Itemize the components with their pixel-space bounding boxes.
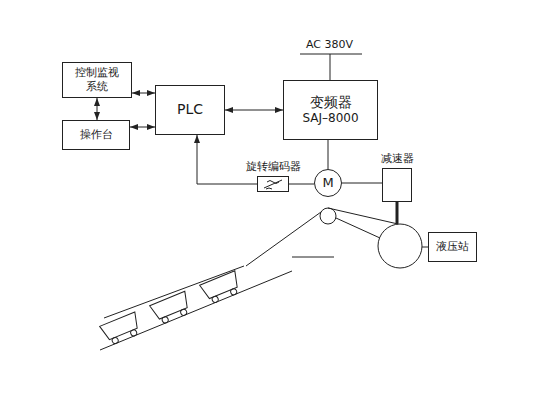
signal-connector (132, 93, 155, 94)
car-body (100, 312, 141, 341)
incline-track (100, 271, 292, 350)
encoder-box: 旋转编码器 (257, 176, 289, 192)
mine-car (200, 271, 244, 306)
motor-circle: M (314, 169, 342, 197)
car-wheel (230, 288, 238, 296)
node-text: 减速器 (381, 152, 414, 166)
encoder-mark (264, 180, 282, 189)
car-wheel (130, 329, 138, 337)
node-text: 液压站 (436, 240, 469, 254)
power-line (300, 54, 362, 55)
node-text: 旋转编码器 (246, 160, 301, 174)
signal-connector (289, 184, 314, 185)
hoist-rope (246, 212, 321, 266)
signal-connector (342, 183, 382, 184)
head-pulley (320, 208, 336, 224)
signal-connector (328, 140, 329, 169)
ground-line (292, 257, 334, 258)
signal-connector (225, 110, 283, 111)
drive-shaft (396, 202, 399, 224)
signal-connector (130, 127, 155, 128)
car-wheel (180, 308, 188, 316)
signal-connector (197, 135, 257, 184)
car-body (150, 291, 191, 320)
plc-box: PLC (155, 85, 225, 135)
signal-connector (97, 98, 98, 120)
node-text: 控制监视系统 (73, 66, 121, 94)
node-text: M (322, 175, 333, 191)
car-body (200, 271, 241, 300)
hoist-rope (336, 218, 380, 238)
mine-car (150, 291, 194, 326)
node-text: SAJ–8000 (302, 111, 358, 126)
car-wheel (161, 316, 169, 324)
node-text: 变频器 (310, 94, 352, 112)
console-box: 操作台 (62, 120, 130, 150)
winding-drum (378, 224, 422, 268)
node-text: 操作台 (80, 128, 113, 142)
encoder-symbol (258, 177, 288, 191)
monitor-system-box: 控制监视系统 (62, 62, 132, 98)
gearbox-box: 减速器 (382, 168, 412, 202)
car-wheel (111, 337, 119, 345)
power-wire (330, 54, 331, 80)
inverter-box: 变频器SAJ–8000 (283, 80, 378, 140)
car-wheel (211, 295, 219, 303)
haul-rope (104, 266, 244, 318)
hoist-rope (328, 208, 398, 224)
hydraulic-station-box: 液压站 (428, 232, 477, 262)
node-text: PLC (177, 101, 203, 119)
supply-label: AC 380V (306, 38, 353, 51)
mine-car (100, 312, 144, 347)
